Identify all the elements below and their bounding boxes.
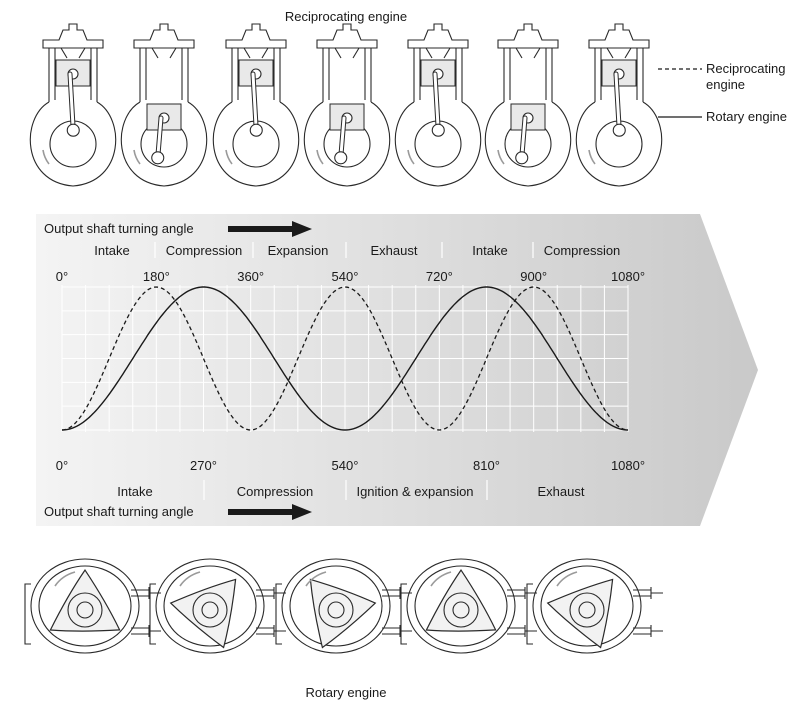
rotary-engine-row <box>24 558 664 654</box>
top-stroke-label: Exhaust <box>371 243 418 258</box>
rotary-engine-icon <box>400 558 538 654</box>
reciprocating-engine-icon <box>29 23 117 187</box>
reciprocating-engine-row <box>29 23 663 187</box>
top-angle-label: 1080° <box>611 269 645 284</box>
top-stroke-label: Compression <box>166 243 243 258</box>
top-stroke-labels: Intake Compression Expansion Exhaust Intake C… <box>94 242 620 258</box>
rotation-arrow <box>179 571 201 587</box>
rotation-arrow <box>556 571 578 587</box>
top-angle-labels: 0° 180° 360° 540° 720° 900° 1080° <box>56 269 645 284</box>
rotary-engine-icon <box>275 558 413 654</box>
top-angle-label: 900° <box>520 269 547 284</box>
top-stroke-label: Compression <box>544 243 621 258</box>
rotary-engine-icon <box>526 558 664 654</box>
bottom-stroke-label: Compression <box>237 484 314 499</box>
right-arrow-icon <box>228 504 312 520</box>
bottom-stroke-labels: Intake Compression Ignition & expansion Exh… <box>117 480 585 500</box>
legend: Reciprocating engine Rotary engine <box>658 61 787 124</box>
bottom-angle-label: 1080° <box>611 458 645 473</box>
bottom-angle-label: 0° <box>56 458 68 473</box>
series-reciprocating-engine <box>61 286 629 431</box>
top-stroke-label: Intake <box>472 243 507 258</box>
series-rotary-engine <box>61 286 629 431</box>
top-angle-label: 0° <box>56 269 68 284</box>
top-axis-caption: Output shaft turning angle <box>44 221 194 236</box>
top-stroke-label: Intake <box>94 243 129 258</box>
right-arrow-icon <box>228 221 312 237</box>
top-angle-label: 720° <box>426 269 453 284</box>
bottom-angle-labels: 0° 270° 540° 810° 1080° <box>56 458 645 473</box>
reciprocating-engine-icon <box>394 23 482 187</box>
top-stroke-label: Expansion <box>268 243 329 258</box>
rotation-arrow <box>430 571 452 587</box>
top-angle-label: 180° <box>143 269 170 284</box>
rotary-engine-icon <box>149 558 287 654</box>
bottom-angle-label: 270° <box>190 458 217 473</box>
reciprocating-engine-icon <box>303 23 391 187</box>
bottom-stroke-label: Intake <box>117 484 152 499</box>
bottom-angle-label: 810° <box>473 458 500 473</box>
rotor-triangle <box>425 569 497 632</box>
bottom-stroke-label: Ignition & expansion <box>356 484 473 499</box>
rotary-engine-icon <box>24 558 162 654</box>
top-angle-label: 540° <box>332 269 359 284</box>
legend-dashed-label-line1: Reciprocating <box>706 61 786 76</box>
reciprocating-engine-icon <box>484 23 572 187</box>
reciprocating-engine-icon <box>120 23 208 187</box>
bottom-title: Rotary engine <box>306 685 387 700</box>
legend-solid-label: Rotary engine <box>706 109 787 124</box>
bottom-angle-label: 540° <box>332 458 359 473</box>
rotor-triangle <box>49 569 121 632</box>
rotation-arrow <box>305 571 327 587</box>
reciprocating-engine-icon <box>575 23 663 187</box>
legend-dashed-label-line2: engine <box>706 77 745 92</box>
bottom-stroke-label: Exhaust <box>538 484 585 499</box>
top-title: Reciprocating engine <box>285 9 407 24</box>
rotation-arrow <box>54 571 76 587</box>
bottom-axis-caption: Output shaft turning angle <box>44 504 194 519</box>
top-angle-label: 360° <box>237 269 264 284</box>
reciprocating-engine-icon <box>212 23 300 187</box>
